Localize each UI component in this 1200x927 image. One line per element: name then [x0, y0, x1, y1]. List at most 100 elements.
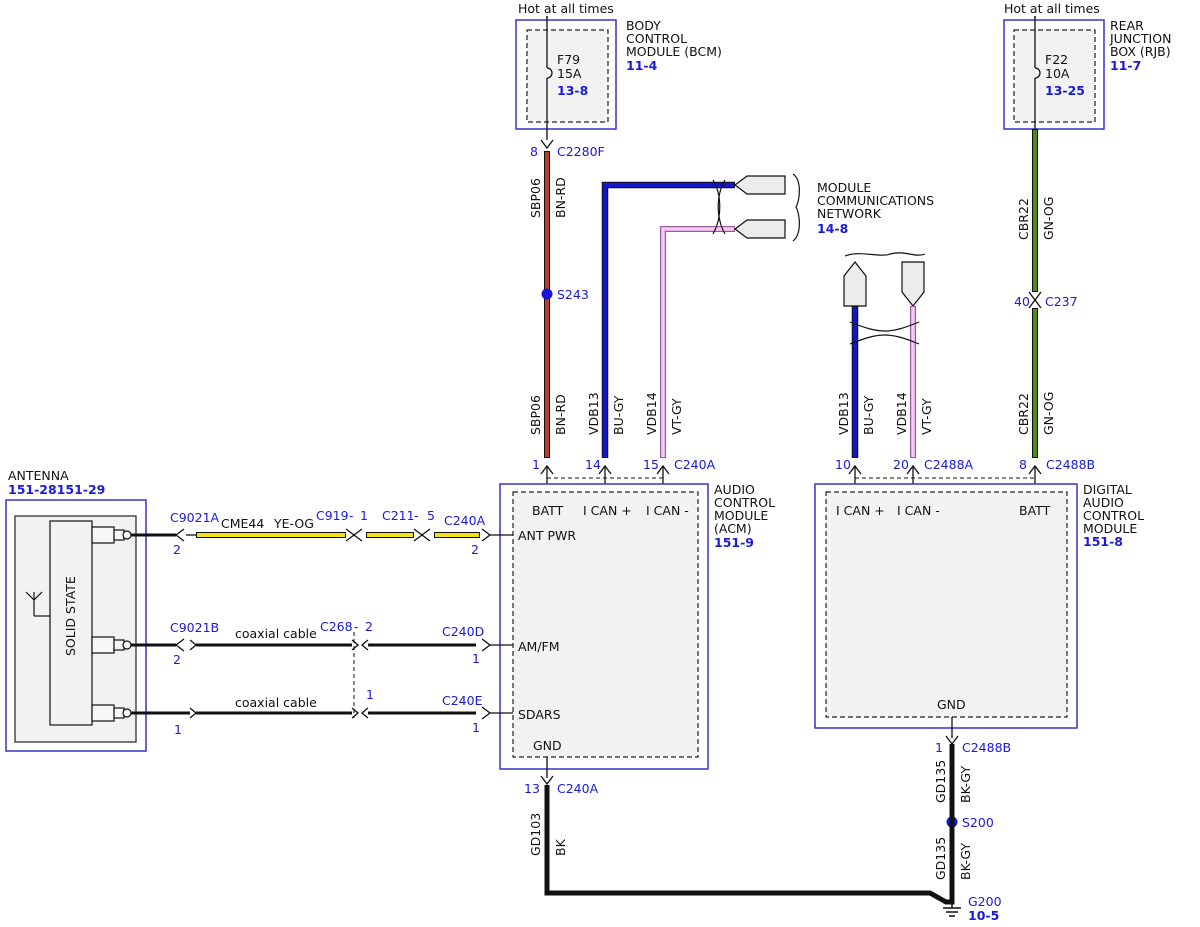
bcm-fuse-group: Hot at all times F79 15A 13-8 BODY CONTR…	[515, 1, 722, 140]
connector-arrow-icon	[420, 528, 431, 542]
c919-dash: -	[349, 508, 354, 523]
connector-arrow-icon	[174, 528, 185, 542]
rjb-name-line2: JUNCTION	[1109, 31, 1171, 46]
connector-arrow-icon	[1028, 291, 1042, 302]
network-label-line3: NETWORK	[817, 206, 882, 221]
c211-pin: 5	[427, 508, 435, 523]
antenna-ref-link[interactable]: 151-28151-29	[8, 482, 105, 497]
network-brace-icon	[844, 252, 926, 257]
gd103-connector: C240A	[557, 781, 599, 796]
dacm-pin-batt: BATT	[1019, 503, 1051, 518]
c240a-pin-can-minus: 15	[643, 457, 659, 472]
bcm-fuse-ref-link[interactable]: 13-8	[557, 83, 588, 98]
c268-label: C268	[320, 619, 353, 634]
dacm-top-connectors: 10 20 C2488A 8 C2488B	[835, 457, 1095, 484]
ground-wires: 13 C240A GD103 BK 1 C2488B GD135 BK-GY S…	[524, 717, 1011, 923]
acm-pin-can-minus: I CAN -	[646, 503, 689, 518]
dacm-name-line3: CONTROL	[1083, 508, 1144, 523]
vdb13-circuit-acm: VDB13	[586, 392, 601, 435]
dacm-name-line4: MODULE	[1083, 521, 1137, 536]
acm-top-connectors: 1 14 15 C240A	[532, 457, 716, 484]
s200-label: S200	[962, 815, 994, 830]
vdb13-color-acm: BU-GY	[611, 395, 626, 435]
gd135-color-upper: BK-GY	[958, 766, 973, 803]
c2280f-pin: 8	[530, 144, 538, 159]
c2280f-label: C2280F	[557, 144, 605, 159]
rjb-hot-label: Hot at all times	[1004, 1, 1100, 16]
connector-arrow-icon	[481, 528, 492, 542]
connector-arrow-icon	[351, 707, 360, 719]
dacm-pin-can-plus: I CAN +	[836, 503, 885, 518]
amfm-cable-label: coaxial cable	[235, 626, 317, 641]
antenna-name: ANTENNA	[8, 468, 69, 483]
bcm-ref-link[interactable]: 11-4	[626, 58, 658, 73]
g200-label: G200	[968, 894, 1002, 909]
rjb-fuse-group: Hot at all times F22 10A 13-25 REAR JUNC…	[1003, 1, 1171, 130]
acm-pin-gnd: GND	[533, 738, 562, 753]
c240e-label: C240E	[442, 693, 483, 708]
gd103-circuit: GD103	[528, 813, 543, 856]
network-connector-icon	[843, 261, 867, 307]
acm-pin-sdars: SDARS	[518, 707, 561, 722]
connector-arrow-icon	[1028, 298, 1042, 309]
acm-name-line2: CONTROL	[714, 495, 775, 510]
dacm-ref-link[interactable]: 151-8	[1083, 534, 1123, 549]
c2488a-label: C2488A	[924, 457, 974, 472]
gd135-color-lower: BK-GY	[958, 843, 973, 880]
dacm-inner-box	[825, 491, 1068, 718]
rjb-fuse-number: F22	[1045, 52, 1068, 67]
dacm-module: I CAN + I CAN - BATT GND DIGITAL AUDIO C…	[814, 482, 1144, 729]
s243-label: S243	[557, 287, 589, 302]
c240a-antpwr-label: C240A	[444, 513, 486, 528]
c240a-pin-can-plus: 14	[585, 457, 601, 472]
connector-arrow-icon	[540, 775, 554, 786]
c268-pin-a: 2	[365, 619, 373, 634]
dacm-name-line1: DIGITAL	[1083, 482, 1132, 497]
gd135-circuit-lower: GD135	[933, 837, 948, 880]
vdb14-color-dacm: VT-GY	[919, 398, 934, 435]
c237-pin: 40	[1014, 294, 1030, 309]
c9021a-pin: 2	[173, 542, 181, 557]
rjb-fuse-ref-link[interactable]: 13-25	[1045, 83, 1085, 98]
c9021b-label: C9021B	[170, 620, 219, 635]
bcm-box	[515, 19, 617, 130]
acm-ref-link[interactable]: 151-9	[714, 535, 754, 550]
dacm-pin-gnd: GND	[937, 697, 966, 712]
dacm-can-network-group	[843, 252, 926, 458]
vdb13-color-dacm: BU-GY	[861, 395, 876, 435]
c240a-pin-batt: 1	[532, 457, 540, 472]
network-connector-icon	[901, 261, 925, 307]
acm-inner-box	[512, 491, 699, 758]
gd103-color: BK	[553, 838, 568, 856]
bcm-fuse-number: F79	[557, 52, 580, 67]
cme44-color: YE-OG	[273, 516, 314, 531]
c919-label: C919	[316, 508, 349, 523]
connector-arrow-icon	[351, 639, 360, 651]
vdb13-circuit-dacm: VDB13	[836, 392, 851, 435]
rjb-inner-box	[1013, 29, 1096, 123]
acm-name-line1: AUDIO	[714, 482, 755, 497]
bcm-name-line3: MODULE (BCM)	[626, 44, 722, 59]
rjb-fuse-amperage: 10A	[1045, 66, 1070, 81]
c211-label: C211	[382, 508, 415, 523]
network-ref-link[interactable]: 14-8	[817, 221, 848, 236]
bcm-hot-label: Hot at all times	[518, 1, 614, 16]
bcm-name-line2: CONTROL	[626, 31, 687, 46]
c268-pin-b: 1	[366, 687, 374, 702]
network-connector-icon	[734, 175, 786, 195]
g200-ref-link[interactable]: 10-5	[968, 908, 999, 923]
wire-amfm-row: C9021B 2 coaxial cable C268 - 2 C240D 1	[131, 619, 513, 718]
solid-state-block	[49, 520, 93, 726]
connector-arrow-icon	[360, 639, 369, 651]
bcm-inner-box	[526, 29, 609, 123]
c237-label: C237	[1045, 294, 1078, 309]
acm-name-line4: (ACM)	[714, 521, 752, 536]
network-label-line1: MODULE	[817, 180, 871, 195]
c211-dash: -	[414, 508, 419, 523]
rjb-ref-link[interactable]: 11-7	[1110, 58, 1141, 73]
gd103-pin: 13	[524, 781, 540, 796]
sbp06-circuit-upper: SBP06	[528, 178, 543, 218]
wire-cme44-row: C9021A 2 CME44 YE-OG C919 - 1 C211 - 5 C…	[131, 508, 513, 557]
connector-arrow-icon	[413, 528, 424, 542]
